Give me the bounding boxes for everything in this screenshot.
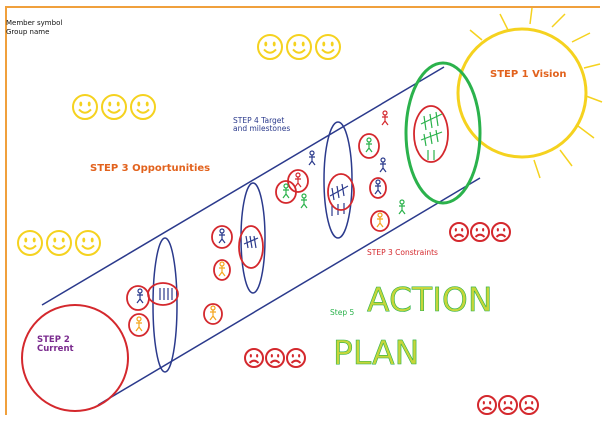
frame-border [5, 6, 600, 415]
frowny-face-icon [477, 395, 497, 415]
legend-member-symbol: Member symbol [6, 19, 63, 27]
frowny-face-icon [470, 222, 490, 242]
legend-group-name: Group name [6, 28, 50, 36]
sun-icon [469, 7, 603, 179]
smiley-group [17, 34, 341, 256]
frowny-face-icon [498, 395, 518, 415]
target-milestones-label: STEP 4 Target and milestones [233, 116, 291, 134]
tally-marks [159, 111, 443, 300]
smiley-face-icon [17, 230, 43, 256]
smiley-face-icon [130, 94, 156, 120]
frowny-face-icon [265, 348, 285, 368]
frowny-face-icon [491, 222, 511, 242]
action-word: ACTION [367, 280, 493, 319]
frowny-face-icon [519, 395, 539, 415]
vision-label: STEP 1 Vision [490, 69, 567, 80]
opportunities-label: STEP 3 Opportunities [90, 163, 211, 174]
smiley-face-icon [101, 94, 127, 120]
frowny-group [244, 222, 539, 415]
vision-ring [404, 61, 482, 205]
constraints-label: STEP 3 Constraints [367, 248, 438, 257]
current-circle [21, 304, 129, 412]
frowny-face-icon [449, 222, 469, 242]
tube-ring-1 [152, 237, 178, 373]
stick-figure-icon [135, 110, 406, 332]
smiley-face-icon [257, 34, 283, 60]
frowny-face-icon [244, 348, 264, 368]
current-label: STEP 2 Current [37, 335, 74, 355]
plan-word: PLAN [333, 333, 420, 372]
smiley-face-icon [72, 94, 98, 120]
tube-ring-3 [323, 121, 353, 239]
smiley-face-icon [286, 34, 312, 60]
smiley-face-icon [75, 230, 101, 256]
step5-label: Step 5 [330, 308, 355, 317]
vision-circle [456, 27, 588, 159]
smiley-face-icon [46, 230, 72, 256]
frowny-face-icon [286, 348, 306, 368]
member-circles [126, 105, 449, 337]
smiley-face-icon [315, 34, 341, 60]
